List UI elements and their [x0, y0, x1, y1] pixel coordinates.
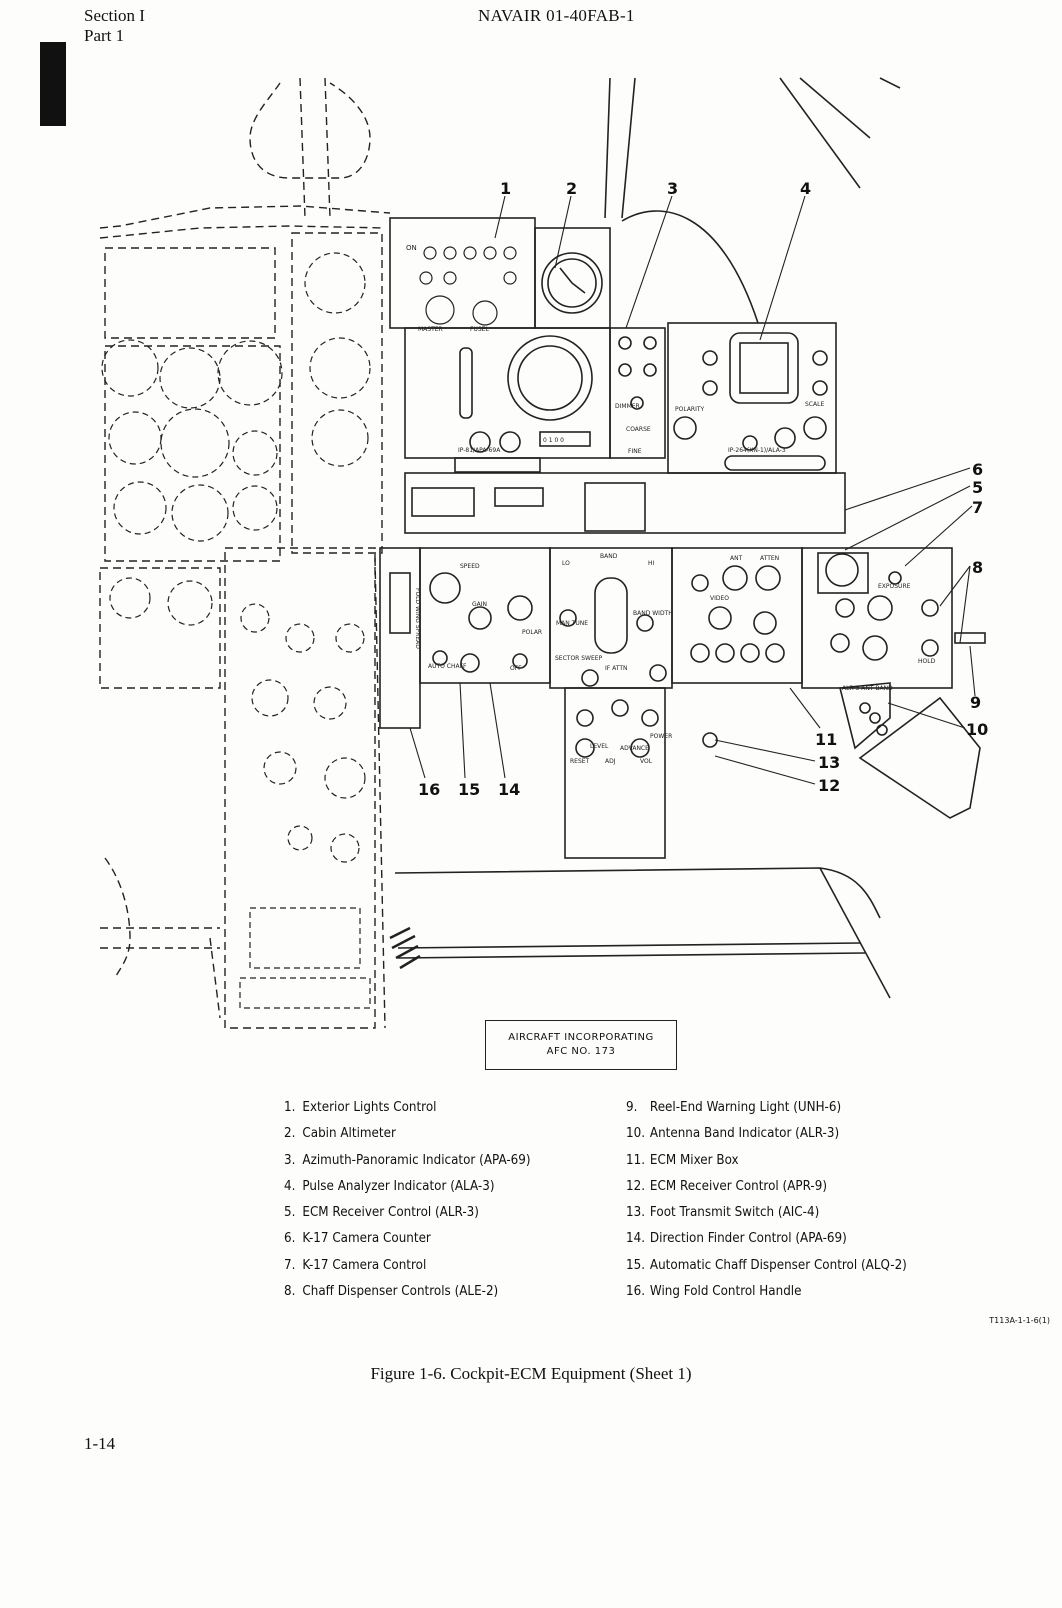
legend-item: 16.Wing Fold Control Handle [626, 1284, 802, 1300]
callout-12: 12 [818, 776, 840, 795]
label-speed: SPEED [460, 563, 480, 570]
label-hi: HI [648, 560, 655, 567]
figure-id: T113A-1-1-6(1) [989, 1316, 1050, 1325]
label-exposure: EXPOSURE [878, 583, 911, 590]
label-vol: VOL [640, 758, 653, 765]
part-header: Part 1 [84, 26, 125, 45]
callout-6: 6 [972, 460, 983, 479]
legend-item: 4.Pulse Analyzer Indicator (ALA-3) [284, 1178, 495, 1194]
page-number: 1-14 [84, 1434, 116, 1453]
label-fold-wing: FOLD WING SPREAD [414, 588, 421, 649]
callout-7: 7 [972, 498, 983, 517]
callout-3: 3 [667, 179, 678, 198]
callout-4: 4 [800, 179, 811, 198]
callout-13: 13 [818, 753, 840, 772]
label-apa: IP-81/APA-69A [458, 447, 501, 454]
label-polar: POLAR [522, 629, 542, 636]
legend-item: 1.Exterior Lights Control [284, 1100, 437, 1115]
legend-item: 8.Chaff Dispenser Controls (ALE-2) [284, 1284, 499, 1300]
label-dimmer: DIMMER [615, 403, 640, 410]
label-band: BAND [600, 553, 618, 560]
label-alr3: ALR-3 ANT BAND [842, 685, 893, 692]
label-power: POWER [650, 733, 672, 740]
legend-item: 14.Direction Finder Control (APA-69) [626, 1231, 847, 1247]
label-fine: FINE [628, 448, 642, 455]
change-bar [40, 42, 66, 126]
callout-14: 14 [498, 780, 520, 799]
legend-item: 15.Automatic Chaff Dispenser Control (AL… [626, 1257, 907, 1273]
legend-item: 10.Antenna Band Indicator (ALR-3) [626, 1126, 840, 1142]
callout-9: 9 [970, 693, 981, 712]
label-man-tune: MAN TUNE [556, 620, 588, 627]
label-advance: ADVANCE [620, 745, 649, 752]
label-scale: SCALE [805, 401, 824, 408]
callout-5: 5 [972, 478, 983, 497]
afc-line-2: AFC NO. 173 [546, 1046, 616, 1057]
callout-15: 15 [458, 780, 480, 799]
svg-text:ON: ON [406, 244, 417, 252]
callout-8: 8 [972, 558, 983, 577]
legend-item: 9.Reel-End Warning Light (UNH-6) [626, 1100, 842, 1115]
label-if-atten: IF ATTN [605, 665, 627, 672]
label-ant: ANT [730, 555, 743, 562]
section-header: Section I [84, 6, 145, 25]
label-adj: ADJ [605, 758, 616, 765]
legend-item: 3.Azimuth-Panoramic Indicator (APA-69) [284, 1152, 531, 1168]
document-number: NAVAIR 01-40FAB-1 [478, 6, 635, 25]
label-video: VIDEO [710, 595, 729, 602]
callout-11: 11 [815, 730, 837, 749]
label-hold: HOLD [918, 658, 936, 665]
callout-10: 10 [966, 720, 988, 739]
legend-item: 13.Foot Transmit Switch (AIC-4) [626, 1205, 820, 1221]
label-auto-chaff: AUTO CHAFF [428, 663, 467, 670]
legend-item: 6.K-17 Camera Counter [284, 1231, 431, 1247]
label-coarse: COARSE [626, 426, 651, 433]
label-gain: GAIN [472, 601, 487, 608]
label-fusel: FUSEL [470, 326, 489, 333]
label-ala: IP-264(XN-1)/ALA-3 [728, 447, 786, 454]
figure-caption: Figure 1-6. Cockpit-ECM Equipment (Sheet… [370, 1364, 692, 1383]
label-polarity: POLARITY [675, 406, 705, 413]
label-level: LEVEL [590, 743, 609, 750]
legend-right-column: 9.Reel-End Warning Light (UNH-6) 10.Ante… [626, 1100, 946, 1310]
label-atten: ATTEN [760, 555, 779, 562]
label-reset: RESET [570, 758, 590, 765]
callout-1: 1 [500, 179, 511, 198]
label-sector-sweep: SECTOR SWEEP [555, 655, 603, 662]
cockpit-ecm-illustration: ON [99, 77, 988, 1029]
afc-notice-box: AIRCRAFT INCORPORATING AFC NO. 173 [485, 1020, 677, 1070]
legend-item: 11.ECM Mixer Box [626, 1152, 739, 1168]
afc-line-1: AIRCRAFT INCORPORATING [508, 1032, 654, 1043]
label-band-width: BAND WIDTH [633, 610, 673, 617]
legend-item: 7.K-17 Camera Control [284, 1257, 427, 1273]
legend-left-column: 1.Exterior Lights Control 2.Cabin Altime… [284, 1100, 614, 1310]
label-master: MASTER [418, 326, 443, 333]
legend-item: 12.ECM Receiver Control (APR-9) [626, 1178, 828, 1194]
callout-2: 2 [566, 179, 577, 198]
label-lo: LO [562, 560, 570, 567]
label-off: OFF [510, 665, 522, 672]
callout-16: 16 [418, 780, 440, 799]
label-counter: 0 1 0 0 [543, 437, 564, 444]
legend-item: 5.ECM Receiver Control (ALR-3) [284, 1205, 479, 1221]
legend-item: 2.Cabin Altimeter [284, 1126, 396, 1142]
